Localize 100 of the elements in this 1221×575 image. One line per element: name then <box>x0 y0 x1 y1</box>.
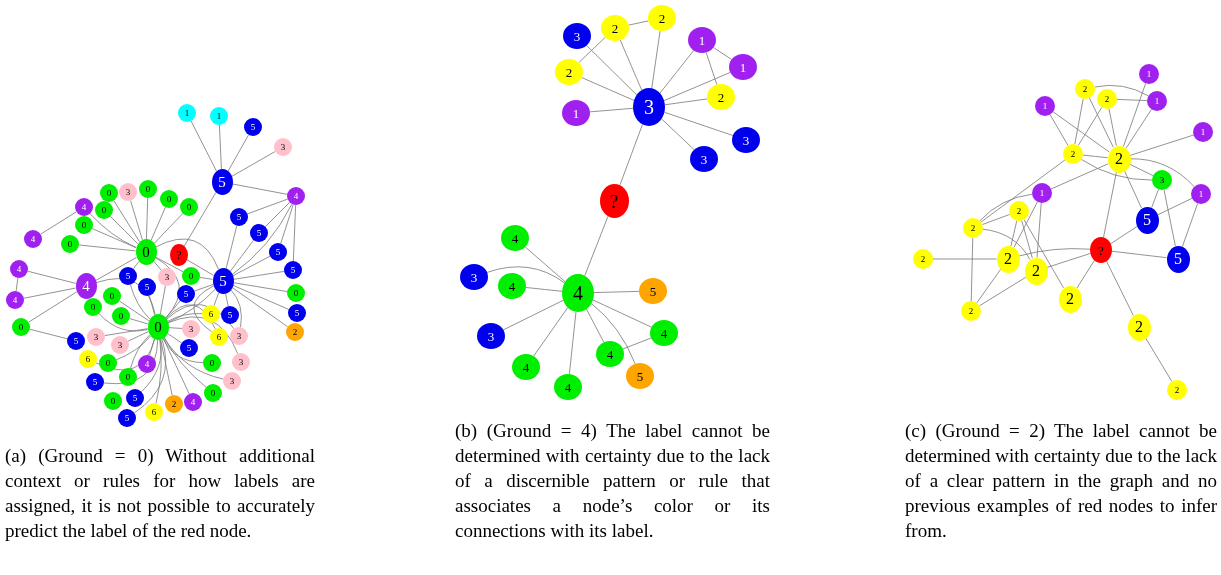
graph-node: 3 <box>274 138 292 156</box>
graph-node: 2 <box>961 301 981 321</box>
graph-node: 3 <box>477 323 505 349</box>
edge-line <box>130 284 151 320</box>
graph-node: 2 <box>648 5 676 31</box>
graph-node: 5 <box>269 243 287 261</box>
edge-line <box>95 257 137 281</box>
graph-node: 5 <box>230 208 248 226</box>
edge-line <box>193 285 214 333</box>
edge-line <box>229 239 254 272</box>
edge-line <box>40 211 77 235</box>
graph-node: 3 <box>732 127 760 153</box>
graph-node: 4 <box>501 225 529 251</box>
edge-line <box>1081 159 1153 181</box>
graph-node: 2 <box>601 15 629 41</box>
edge-line <box>502 299 564 331</box>
edge-line <box>1110 226 1138 245</box>
edge-line <box>661 118 695 151</box>
edge-line <box>1145 337 1173 382</box>
graph-node: 5 <box>221 306 239 324</box>
graph-node: 3 <box>232 353 250 371</box>
edge-line <box>1036 202 1042 258</box>
graph-node: 0 <box>203 354 221 372</box>
graph-node: 0 <box>139 180 157 198</box>
edge-line <box>980 159 1066 223</box>
edge-line <box>524 246 566 283</box>
edge-line <box>932 258 997 260</box>
graph-node: 1 <box>1139 64 1159 84</box>
graph-node: 0 <box>112 307 130 325</box>
graph-node: 2 <box>707 84 735 110</box>
graph-node: 5 <box>1166 245 1190 273</box>
edge-line <box>979 193 1033 222</box>
graph-node: 4 <box>562 274 594 312</box>
edge-line <box>1052 111 1110 153</box>
edge-line <box>89 213 137 248</box>
graph-node: 2 <box>996 245 1020 273</box>
graph-node: 0 <box>99 354 117 372</box>
edge-line <box>231 287 289 328</box>
edge-line <box>1123 83 1147 147</box>
graph-node: 6 <box>202 305 220 323</box>
graph-node: 3 <box>182 320 200 338</box>
graph-node: 1 <box>688 27 716 53</box>
graph-node: 2 <box>1058 285 1082 313</box>
edge-line <box>159 285 166 315</box>
edge-line <box>23 287 77 299</box>
graph-node: 0 <box>287 284 305 302</box>
edge-line <box>130 200 143 241</box>
edge-line <box>1129 163 1154 176</box>
edge-line <box>163 337 224 380</box>
graph-node: 0 <box>95 201 113 219</box>
edge-line <box>1108 108 1117 147</box>
edge-line <box>1076 260 1095 289</box>
edge-line <box>622 337 652 350</box>
graph-node: 0 <box>103 287 121 305</box>
edge-line <box>227 134 249 172</box>
edge-line <box>1094 84 1149 97</box>
edge-line <box>533 307 569 357</box>
edge-line <box>1124 170 1142 209</box>
edge-line <box>155 256 184 273</box>
graph-node: 0 <box>135 239 157 265</box>
edge-line <box>95 278 156 315</box>
graph-node: 5 <box>284 261 302 279</box>
graph-node: 2 <box>1167 380 1187 400</box>
graph-node: 0 <box>182 267 200 285</box>
graph-node: 5 <box>177 285 195 303</box>
edge-line <box>28 291 78 323</box>
graph-node: 3 <box>690 146 718 172</box>
edge-line <box>167 316 239 355</box>
graph-node: 3 <box>1152 170 1172 190</box>
graph-node: 0 <box>160 190 178 208</box>
edge-line <box>163 337 207 388</box>
edge-line <box>970 237 974 302</box>
edge-line <box>153 260 162 271</box>
edge-line <box>155 339 162 404</box>
edge-line <box>1130 158 1195 188</box>
edge-line <box>525 287 563 292</box>
graph-node: 5 <box>67 332 85 350</box>
graph-node: 5 <box>626 363 654 389</box>
edge-line <box>1021 220 1033 259</box>
graph-node: 5 <box>211 169 233 195</box>
graph-node: ? <box>1090 237 1112 263</box>
graph-node: ? <box>170 244 188 266</box>
edge-line <box>130 334 151 369</box>
edge-line <box>713 47 732 60</box>
graph-node: 6 <box>210 328 228 346</box>
graph-node: 2 <box>913 249 933 269</box>
edge-line <box>78 244 136 252</box>
graph-node: 3 <box>111 336 129 354</box>
edge-line <box>155 238 219 270</box>
graph-node: 2 <box>1097 89 1117 109</box>
edge-line <box>619 123 643 186</box>
edge-line <box>589 107 634 113</box>
graph-node: 1 <box>1191 184 1211 204</box>
edge-line <box>167 289 216 323</box>
graph-node: 2 <box>286 323 304 341</box>
edge-line <box>1111 250 1167 259</box>
edge-line <box>150 206 166 241</box>
graph-node: 1 <box>1147 91 1167 111</box>
edge-line <box>1163 189 1176 247</box>
edge-line <box>590 303 636 365</box>
